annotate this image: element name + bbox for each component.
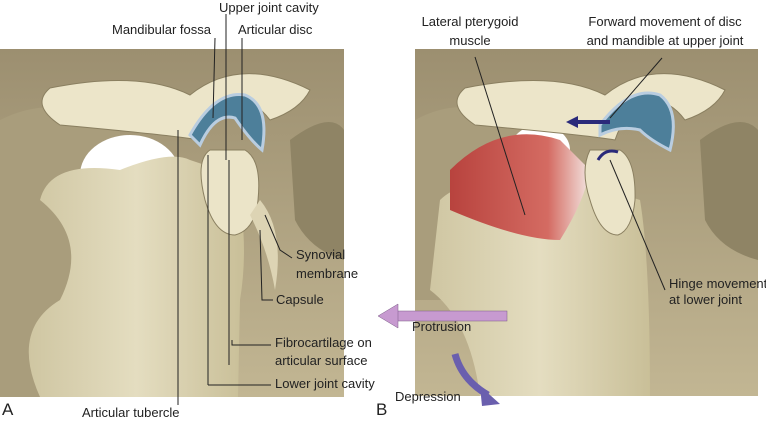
label-forward-movement: Forward movement of disc and mandible at… <box>580 14 750 49</box>
label-forward-movement-line2: and mandible at upper joint <box>586 33 744 48</box>
label-articular-tubercle: Articular tubercle <box>82 405 180 420</box>
label-synovial-membrane: Synovial membrane <box>296 247 358 282</box>
label-hinge-movement: Hinge movement at lower joint <box>669 276 766 308</box>
label-upper-joint-cavity: Upper joint cavity <box>219 0 319 15</box>
label-lateral-pterygoid-line2: muscle <box>449 33 491 48</box>
label-depression: Depression <box>395 389 461 404</box>
label-lateral-pterygoid-line1: Lateral pterygoid <box>421 14 519 29</box>
label-synovial-line2: membrane <box>296 266 359 281</box>
temporal-bone <box>41 73 311 141</box>
label-fibrocartilage-line1: Fibrocartilage on <box>275 335 372 350</box>
protrusion-arrow <box>377 303 508 329</box>
label-lower-joint-cavity: Lower joint cavity <box>275 376 375 391</box>
label-lateral-pterygoid: Lateral pterygoid muscle <box>410 14 530 49</box>
panel-a-illustration <box>0 49 344 397</box>
label-mandibular-fossa: Mandibular fossa <box>112 22 211 37</box>
label-forward-movement-line1: Forward movement of disc <box>588 14 742 29</box>
label-articular-disc: Articular disc <box>238 22 313 37</box>
label-fibrocartilage-line2: articular surface <box>275 353 368 368</box>
label-hinge-line1: Hinge movement <box>669 276 766 291</box>
label-fibrocartilage: Fibrocartilage on articular surface <box>275 335 372 369</box>
label-hinge-line2: at lower joint <box>669 292 742 307</box>
articular-disc <box>188 93 266 153</box>
label-synovial-line1: Synovial <box>296 247 346 262</box>
mandible-ramus <box>28 156 244 397</box>
panel-b-illustration <box>415 49 758 396</box>
panel-a-letter: A <box>2 400 14 419</box>
panel-b-letter: B <box>376 400 388 419</box>
depression-arrow <box>451 352 500 406</box>
lateral-pterygoid-muscle <box>450 134 590 240</box>
condyle <box>200 149 260 236</box>
mandible-ramus-b <box>430 177 650 396</box>
leader-lines <box>177 14 666 405</box>
label-protrusion: Protrusion <box>412 319 472 334</box>
hinge-arrow <box>596 149 619 161</box>
label-capsule: Capsule <box>276 292 324 307</box>
